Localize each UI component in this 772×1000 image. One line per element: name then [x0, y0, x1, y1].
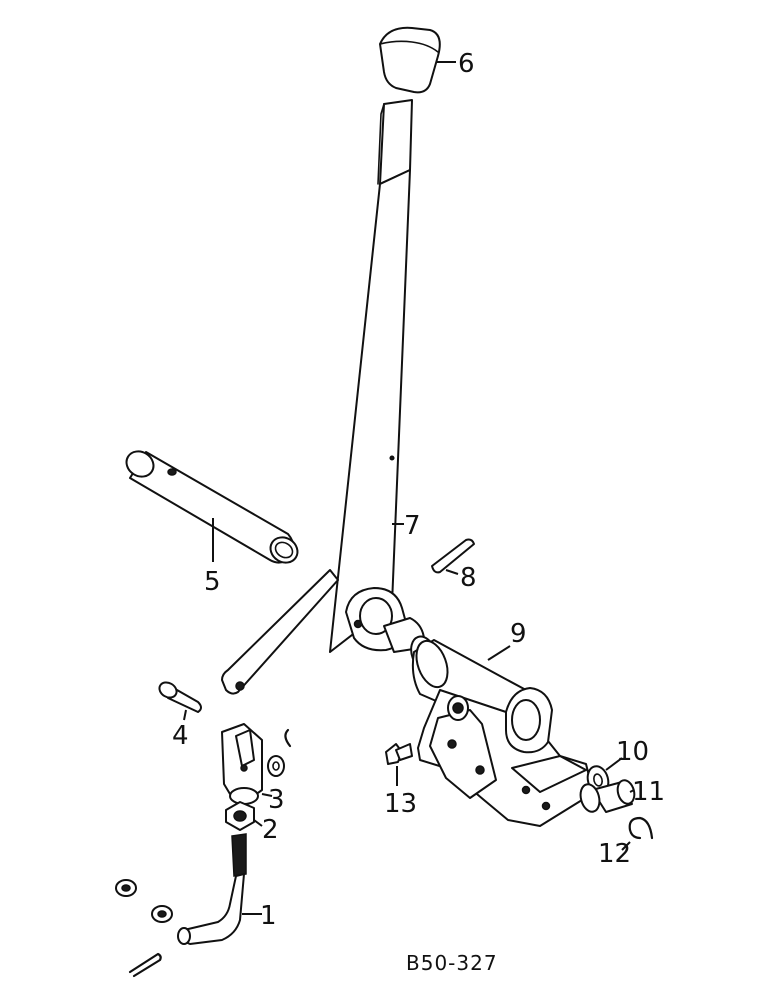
- callout-5: 5: [204, 567, 221, 597]
- part-8-spring-pin: [431, 538, 475, 574]
- callout-12: 12: [598, 839, 631, 869]
- callout-4: 4: [172, 721, 189, 751]
- callout-9: 9: [510, 619, 527, 649]
- callout-7: 7: [404, 511, 421, 541]
- part-9-bracket: [383, 617, 591, 827]
- part-11-bush: [579, 779, 636, 813]
- part-3-clevis: [221, 723, 292, 805]
- part-13-grease-nipple: [385, 743, 413, 765]
- callout-8: 8: [460, 563, 477, 593]
- part-1-control-rod: [115, 833, 247, 978]
- part-5-pivot-pin: [125, 450, 299, 564]
- part-2-nut: [225, 801, 255, 831]
- part-12-circlip: [628, 816, 654, 840]
- part-7-lever: [221, 99, 413, 695]
- part-6-knob: [379, 26, 441, 94]
- callout-2: 2: [262, 815, 279, 845]
- part-4-clevis-pin: [158, 681, 202, 713]
- callout-6: 6: [458, 49, 475, 79]
- callout-13: 13: [384, 789, 417, 819]
- callout-1: 1: [260, 901, 277, 931]
- callout-11: 11: [632, 777, 665, 807]
- callout-10: 10: [616, 737, 649, 767]
- drawing-reference: B50-327: [406, 951, 498, 975]
- callout-3: 3: [268, 785, 285, 815]
